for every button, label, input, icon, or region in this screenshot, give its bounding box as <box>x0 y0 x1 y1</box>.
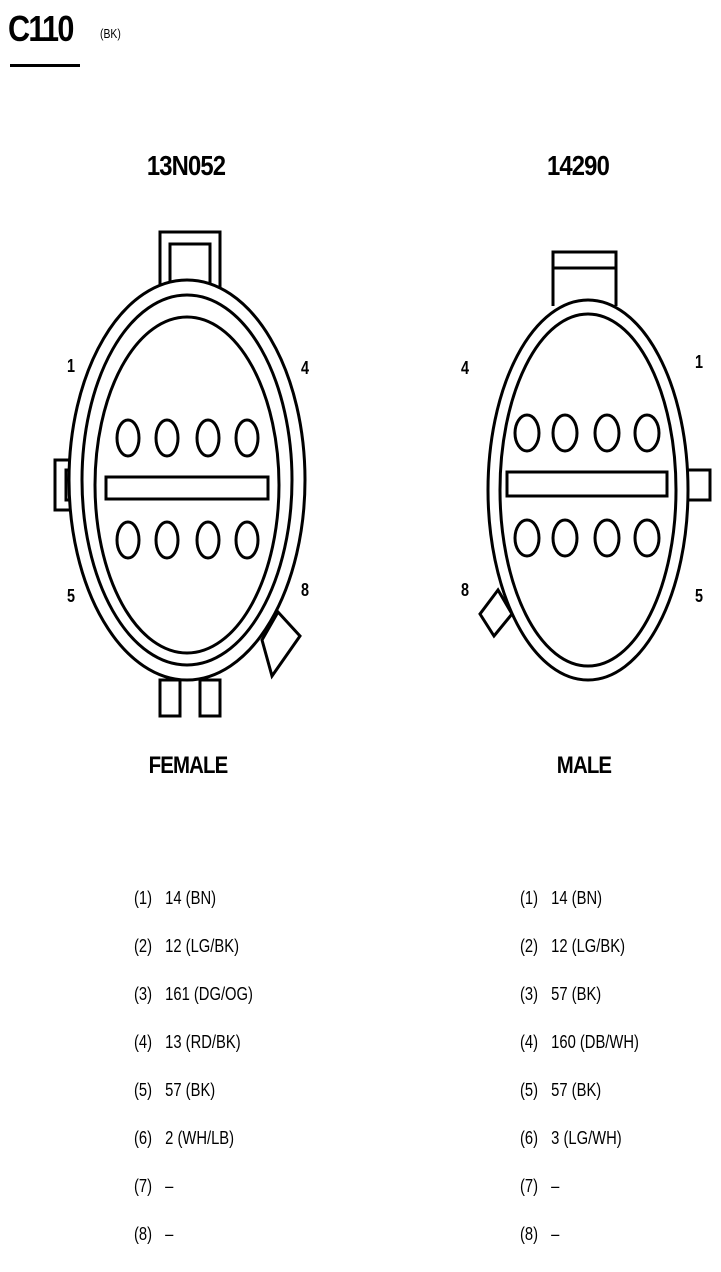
female-pin-hole <box>195 520 221 560</box>
male-pin <box>513 518 541 558</box>
pin-number: (1) <box>520 888 539 908</box>
pin-wire: 160 (DB/WH) <box>551 1032 639 1052</box>
right-pin-list: (1) 14 (BN) (2) 12 (LG/BK) (3) 57 (BK) (4) 1… <box>520 888 665 1272</box>
pin-wire: 3 (LG/WH) <box>551 1128 622 1148</box>
female-pin-hole <box>234 520 260 560</box>
pin-number: (5) <box>520 1080 539 1100</box>
male-pin <box>513 413 541 453</box>
title-underline <box>10 64 80 67</box>
pin-number: (6) <box>134 1128 153 1148</box>
pin-row: (5) 57 (BK) <box>134 1080 253 1128</box>
connector-id: C110 <box>8 8 74 49</box>
pin-row: (1) 14 (BN) <box>520 888 639 936</box>
pin-row: (4) 13 (RD/BK) <box>134 1032 253 1080</box>
pin-row: (6) 3 (LG/WH) <box>520 1128 639 1176</box>
pin-row: (8)– <box>134 1224 253 1272</box>
pin-wire: 2 (WH/LB) <box>165 1128 235 1148</box>
pin-row: (2) 12 (LG/BK) <box>520 936 639 984</box>
pin-wire: – <box>165 1224 174 1244</box>
pin-row: (6) 2 (WH/LB) <box>134 1128 253 1176</box>
right-gender-label: MALE <box>556 752 612 779</box>
male-center-bar <box>505 470 669 498</box>
female-pin-hole <box>154 520 180 560</box>
connector-drawings <box>53 230 712 718</box>
pin-number: (7) <box>520 1176 539 1196</box>
female-pin-label-5: 5 <box>67 586 76 606</box>
pin-wire: 14 (BN) <box>165 888 217 908</box>
male-pin <box>551 413 579 453</box>
pin-wire: 161 (DG/OG) <box>165 984 253 1004</box>
male-pin <box>593 518 621 558</box>
pin-wire: 13 (RD/BK) <box>165 1032 241 1052</box>
male-pin <box>593 413 621 453</box>
female-pin-hole <box>115 418 141 458</box>
pin-row: (3) 161 (DG/OG) <box>134 984 253 1032</box>
female-bottom-tab-1 <box>158 678 182 718</box>
connector-color: (BK) <box>100 26 121 41</box>
male-pin-label-1: 1 <box>695 352 704 372</box>
male-pin <box>633 518 661 558</box>
female-center-bar <box>104 475 270 501</box>
pin-number: (3) <box>134 984 153 1004</box>
male-connector <box>478 250 712 682</box>
male-pin-label-4: 4 <box>461 358 470 378</box>
pin-row: (7)– <box>520 1176 639 1224</box>
female-pin-hole <box>234 418 260 458</box>
female-connector <box>53 230 307 718</box>
female-pin-hole <box>115 520 141 560</box>
pin-wire: – <box>551 1176 560 1196</box>
pin-wire: – <box>551 1224 560 1244</box>
pin-wire: 12 (LG/BK) <box>551 936 625 956</box>
male-pin-label-8: 8 <box>461 580 470 600</box>
pin-row: (7)– <box>134 1176 253 1224</box>
pin-number: (6) <box>520 1128 539 1148</box>
female-pin-hole <box>154 418 180 458</box>
pin-number: (1) <box>134 888 153 908</box>
pin-number: (5) <box>134 1080 153 1100</box>
pin-wire: 57 (BK) <box>551 984 602 1004</box>
pin-wire: 12 (LG/BK) <box>165 936 239 956</box>
pin-number: (4) <box>134 1032 153 1052</box>
pin-number: (2) <box>134 936 153 956</box>
pin-row: (5) 57 (BK) <box>520 1080 639 1128</box>
male-pin <box>633 413 661 453</box>
left-pin-list: (1)14 (BN) (2)12 (LG/BK) (3)161 (DG/OG) … <box>134 888 279 1272</box>
pin-row: (4) 160 (DB/WH) <box>520 1032 639 1080</box>
pin-row: (1) 14 (BN) <box>134 888 253 936</box>
pin-wire: 57 (BK) <box>551 1080 602 1100</box>
female-pin-label-4: 4 <box>301 358 310 378</box>
female-keyway <box>260 609 302 680</box>
male-pin-label-5: 5 <box>695 586 704 606</box>
male-top-tab <box>551 250 618 306</box>
pin-number: (2) <box>520 936 539 956</box>
female-pin-label-1: 1 <box>67 356 76 376</box>
right-part-number: 14290 <box>547 150 610 181</box>
pin-row: (3) 57 (BK) <box>520 984 639 1032</box>
male-right-tab <box>688 468 712 502</box>
left-gender-label: FEMALE <box>148 752 229 779</box>
pin-row: (8)– <box>520 1224 639 1272</box>
pin-wire: – <box>165 1176 174 1196</box>
pin-number: (3) <box>520 984 539 1004</box>
pin-wire: 57 (BK) <box>165 1080 216 1100</box>
female-pin-hole <box>195 418 221 458</box>
pin-number: (4) <box>520 1032 539 1052</box>
pin-number: (8) <box>520 1224 539 1244</box>
pin-number: (8) <box>134 1224 153 1244</box>
pin-wire: 14 (BN) <box>551 888 603 908</box>
pin-row: (2) 12 (LG/BK) <box>134 936 253 984</box>
male-pin <box>551 518 579 558</box>
female-bottom-tab-2 <box>198 678 222 718</box>
female-pin-label-8: 8 <box>301 580 310 600</box>
left-part-number: 13N052 <box>146 150 226 181</box>
pin-number: (7) <box>134 1176 153 1196</box>
